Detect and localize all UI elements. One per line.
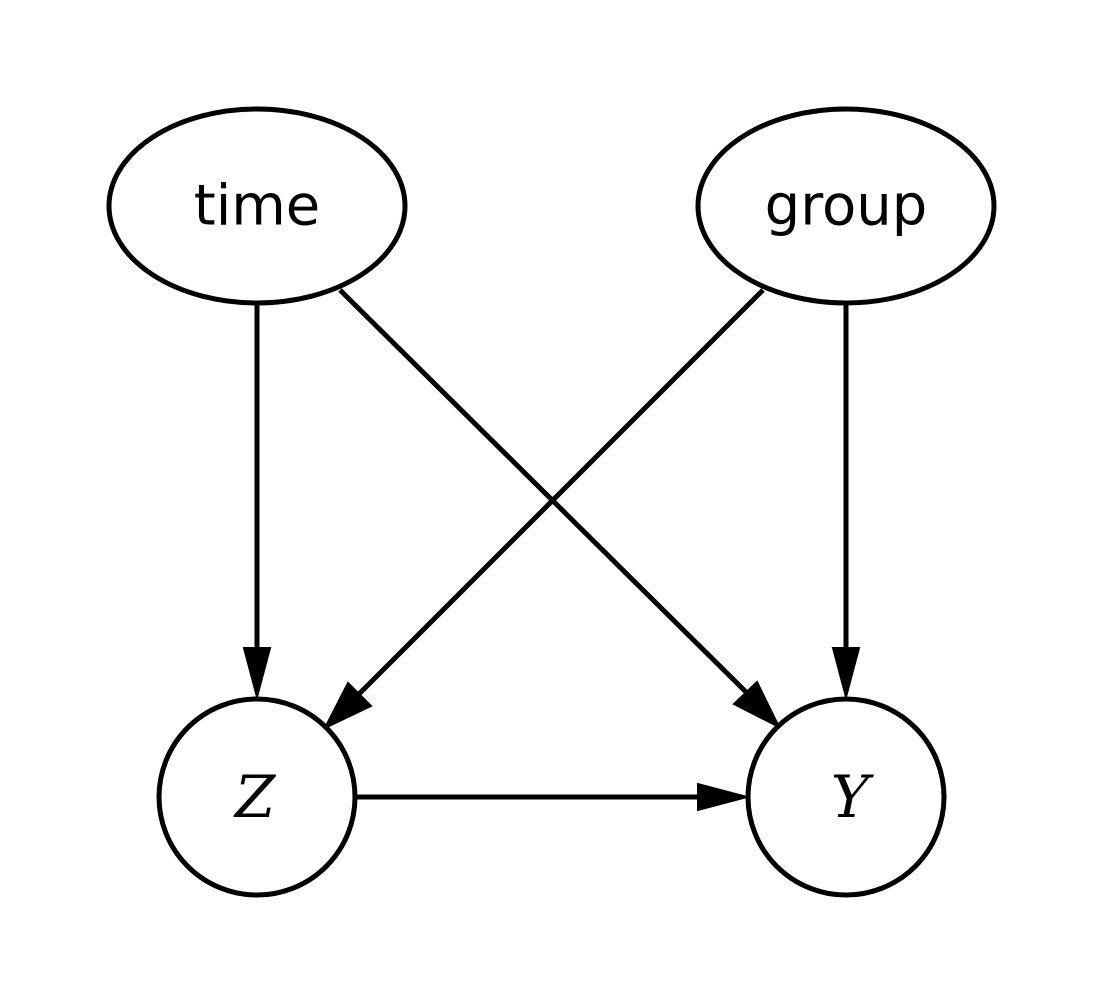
node-group-label: group xyxy=(765,174,928,239)
edges xyxy=(242,288,861,812)
node-time-label: time xyxy=(194,174,321,239)
edge-group-to-z xyxy=(357,288,765,696)
arrowhead-z-to-y xyxy=(697,782,751,812)
node-z-label: Z xyxy=(233,763,277,831)
node-z-shape xyxy=(156,696,358,898)
edge-time-to-y xyxy=(338,288,748,694)
node-time: time xyxy=(106,106,408,306)
node-group: group xyxy=(695,106,997,306)
node-z: Z xyxy=(156,696,358,898)
arrowhead-time-to-z xyxy=(242,647,272,701)
node-time-shape xyxy=(106,106,408,306)
node-group-shape xyxy=(695,106,997,306)
node-y-label: Y xyxy=(831,763,874,831)
arrowhead-group-to-z xyxy=(322,681,373,731)
node-y: Y xyxy=(745,696,947,898)
node-y-shape xyxy=(745,696,947,898)
arrowhead-group-to-y xyxy=(831,647,861,701)
arrowhead-time-to-y xyxy=(732,680,782,730)
